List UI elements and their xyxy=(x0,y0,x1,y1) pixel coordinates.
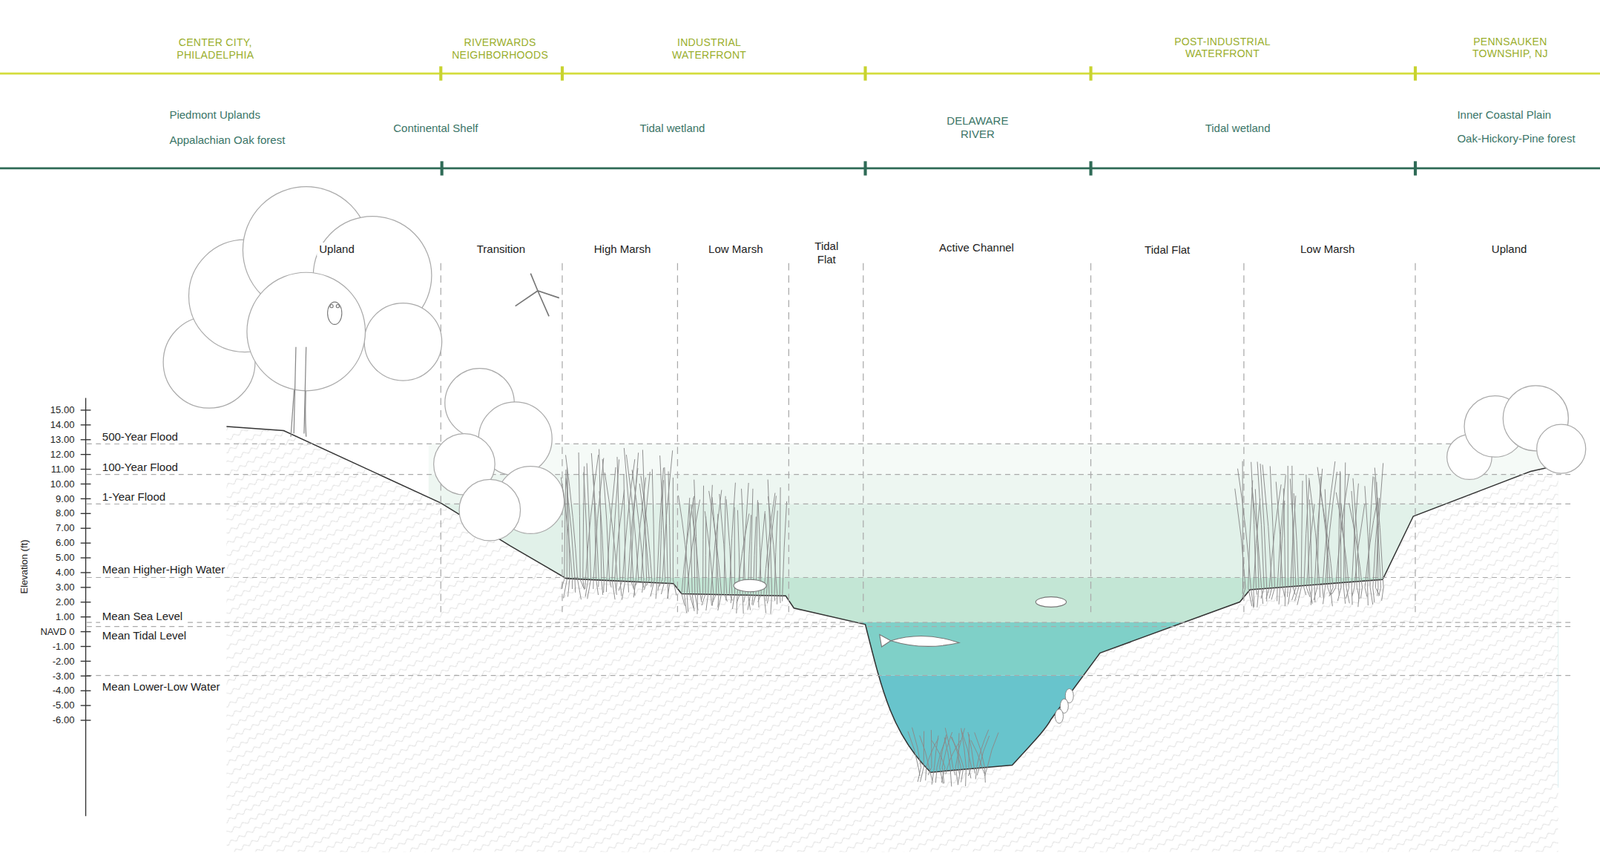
axis-value: NAVD 0 xyxy=(40,626,75,638)
water-level-label: 1-Year Flood xyxy=(100,490,168,504)
axis-value: 14.00 xyxy=(50,419,75,431)
zone-label: High Marsh xyxy=(591,242,654,256)
axis-value: 3.00 xyxy=(55,581,75,594)
axis-value: 8.00 xyxy=(55,508,75,520)
axis-value: -2.00 xyxy=(52,655,75,668)
water-level-lines xyxy=(86,443,1572,676)
water-level-label: Mean Lower-Low Water xyxy=(100,680,223,694)
zone-label: Low Marsh xyxy=(1298,242,1357,256)
owl xyxy=(327,301,342,325)
axis-value: -5.00 xyxy=(52,700,75,713)
axis-value: 4.00 xyxy=(55,566,75,579)
axis-value: 9.00 xyxy=(55,493,75,506)
water-level-label: 100-Year Flood xyxy=(100,460,181,474)
turtle xyxy=(733,579,767,592)
ecoregion-label: Inner Coastal Plain xyxy=(1456,108,1552,122)
ecoregion-label: Appalachian Oak forest xyxy=(169,133,285,147)
ecoregion-label: Piedmont Uplands xyxy=(169,108,261,122)
place-label: PENNSAUKEN TOWNSHIP, NJ xyxy=(1459,35,1560,61)
shrub xyxy=(433,368,565,541)
place-ticks xyxy=(440,66,1416,81)
place-label: RIVERWARDS NEIGHBORHOODS xyxy=(444,36,556,62)
fish xyxy=(1035,597,1066,608)
axis-value: 10.00 xyxy=(50,478,75,491)
zone-dividers xyxy=(440,263,1416,612)
water-level-label: 500-Year Flood xyxy=(100,430,181,444)
zone-label: Transition xyxy=(474,242,528,256)
axis-value: 6.00 xyxy=(55,537,75,549)
ecoregion-label: Oak-Hickory-Pine forest xyxy=(1456,132,1575,146)
elevation-axis xyxy=(85,397,87,816)
zone-label: Tidal Flat xyxy=(1142,243,1193,257)
ground-texture xyxy=(226,426,1558,853)
axis-title: Elevation (ft) xyxy=(18,539,31,594)
axis-value: -4.00 xyxy=(52,685,75,698)
zone-label: Low Marsh xyxy=(706,242,765,256)
ecoregion-label: Tidal wetland xyxy=(1205,121,1271,136)
terrain-profile xyxy=(226,426,1558,773)
axis-value: 12.00 xyxy=(50,448,75,461)
axis-value: 15.00 xyxy=(50,404,75,417)
place-label: POST-INDUSTRIAL WATERFRONT xyxy=(1157,35,1288,61)
axis-value: 5.00 xyxy=(55,551,75,564)
mussels xyxy=(1054,688,1074,724)
hawk xyxy=(515,273,560,317)
place-label: INDUSTRIAL WATERFRONT xyxy=(657,36,762,62)
water-level-label: Mean Tidal Level xyxy=(100,629,189,643)
axis-value: -6.00 xyxy=(52,714,75,727)
axis-value: -1.00 xyxy=(52,640,75,653)
zone-label: Upland xyxy=(1489,242,1530,256)
place-rule xyxy=(0,72,1600,75)
ecoregion-label: DELAWARE RIVER xyxy=(936,114,1019,141)
axis-value: -3.00 xyxy=(52,670,75,683)
marsh-grass xyxy=(560,448,1384,787)
oak-tree xyxy=(163,186,443,437)
zone-label: Tidal Flat xyxy=(805,239,848,267)
water-level-label: Mean Higher-High Water xyxy=(100,563,227,577)
zone-label: Active Channel xyxy=(936,241,1017,255)
ground xyxy=(226,426,1558,853)
axis-value: 1.00 xyxy=(55,611,75,624)
axis-value: 13.00 xyxy=(50,433,75,446)
place-label: CENTER CITY, PHILADELPHIA xyxy=(159,36,271,62)
ecoregion-label: Continental Shelf xyxy=(393,121,478,136)
shrub xyxy=(1447,385,1586,480)
zone-label: Upland xyxy=(316,242,357,256)
axis-value: 11.00 xyxy=(51,463,75,476)
ecoregion-rule xyxy=(0,167,1600,170)
ecoregion-label: Tidal wetland xyxy=(640,121,706,136)
axis-value: 2.00 xyxy=(55,596,75,609)
water-level-label: Mean Sea Level xyxy=(100,609,185,624)
axis-value: 7.00 xyxy=(55,522,75,535)
axis-ticks xyxy=(80,410,92,721)
sturgeon xyxy=(879,634,960,648)
ecoregion-ticks xyxy=(442,160,1416,176)
